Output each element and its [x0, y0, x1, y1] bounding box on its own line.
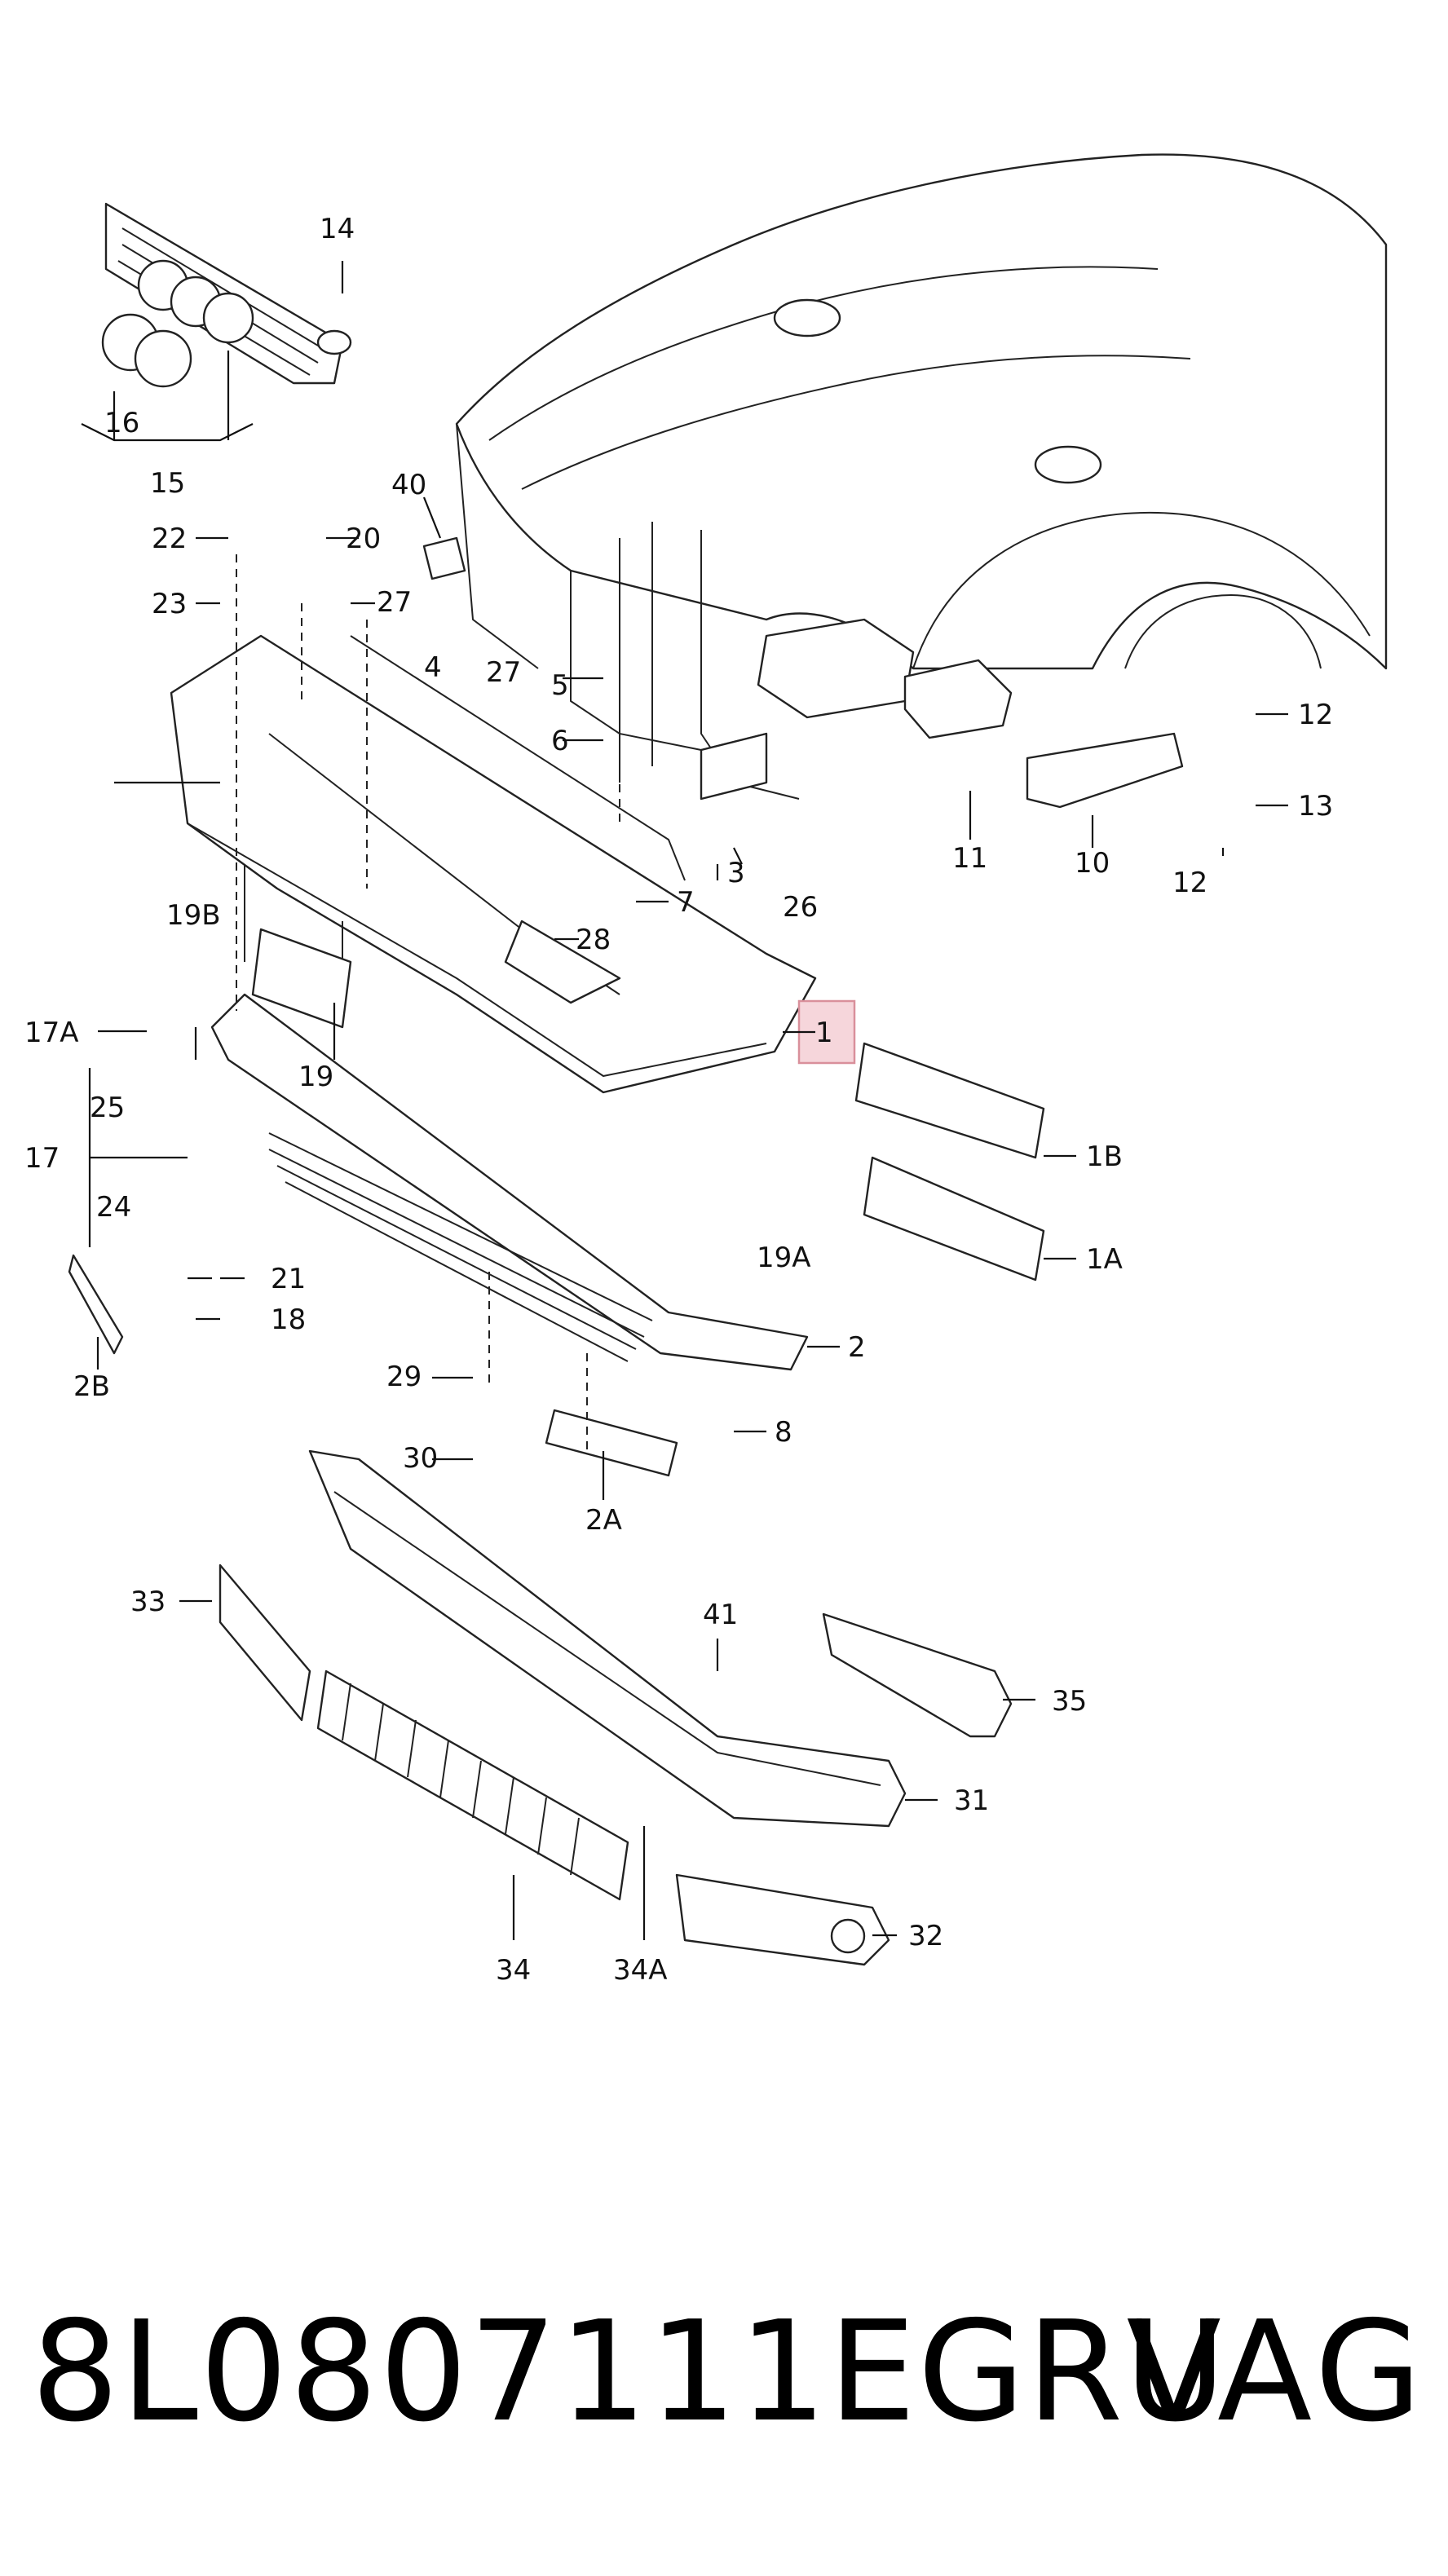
- callout-35: 35: [1052, 1685, 1087, 1718]
- callout-34: 34: [496, 1954, 531, 1987]
- callout-29: 29: [386, 1361, 422, 1393]
- lower-grilles: [219, 1449, 1013, 1966]
- callout-labels: 14 16 15 40 22 20 23 27 4 27 5 6 3 7 26 …: [24, 213, 1333, 1987]
- callout-6: 6: [551, 725, 569, 757]
- radiator-grille: [101, 202, 344, 388]
- callout-16: 16: [104, 407, 139, 439]
- callout-34A: 34A: [613, 1954, 668, 1987]
- assembly-lines: [236, 554, 620, 1451]
- callout-14: 14: [320, 213, 355, 245]
- callout-27a: 27: [377, 586, 412, 619]
- callout-31: 31: [954, 1784, 989, 1817]
- callout-33: 33: [130, 1586, 166, 1618]
- callout-13: 13: [1298, 790, 1333, 823]
- brand-name: VAG: [1126, 2291, 1427, 2453]
- callout-21: 21: [271, 1263, 306, 1295]
- callout-28: 28: [576, 924, 611, 956]
- callout-23: 23: [152, 588, 187, 620]
- callout-17: 17: [24, 1142, 60, 1175]
- callout-25: 25: [90, 1092, 125, 1124]
- callout-22: 22: [152, 523, 187, 555]
- callout-17A: 17A: [24, 1017, 79, 1049]
- callout-4: 4: [424, 651, 442, 684]
- callout-1A: 1A: [1086, 1243, 1123, 1276]
- callout-5: 5: [551, 669, 569, 702]
- leader-lines: [81, 261, 1288, 1940]
- callout-2: 2: [848, 1331, 866, 1364]
- callout-2B: 2B: [73, 1370, 110, 1403]
- callout-10: 10: [1075, 847, 1110, 880]
- car-body-drawing: [455, 153, 1388, 800]
- callout-26: 26: [783, 891, 818, 924]
- callout-8: 8: [775, 1416, 792, 1449]
- caption-bar: 8L0807111EGRU VAG: [0, 2299, 1448, 2446]
- callout-12b: 12: [1172, 867, 1207, 899]
- callout-19: 19: [298, 1061, 333, 1093]
- callout-11: 11: [952, 842, 987, 875]
- callout-24: 24: [96, 1191, 131, 1224]
- callout-40: 40: [391, 469, 426, 501]
- callout-18: 18: [271, 1303, 306, 1336]
- callout-7: 7: [677, 886, 695, 919]
- callout-32: 32: [908, 1920, 943, 1952]
- callout-41: 41: [703, 1599, 738, 1631]
- exploded-parts-diagram: 14 16 15 40 22 20 23 27 4 27 5 6 3 7 26 …: [24, 153, 1388, 1987]
- callout-19A: 19A: [757, 1242, 811, 1274]
- callout-12a: 12: [1298, 699, 1333, 731]
- callout-19B: 19B: [166, 899, 221, 932]
- bumper-cover: [170, 634, 817, 1094]
- callout-2A: 2A: [585, 1504, 622, 1537]
- callout-27b: 27: [486, 656, 521, 689]
- callout-1B: 1B: [1086, 1140, 1123, 1173]
- callout-15: 15: [150, 467, 185, 500]
- callout-20: 20: [346, 523, 381, 555]
- callout-1: 1: [815, 1017, 833, 1049]
- callout-3: 3: [727, 857, 745, 889]
- small-parts: [68, 329, 1184, 1477]
- bumper-reinforcement: [210, 993, 809, 1371]
- callout-30: 30: [403, 1442, 438, 1475]
- part-number: 8L0807111EGRU: [31, 2291, 1228, 2453]
